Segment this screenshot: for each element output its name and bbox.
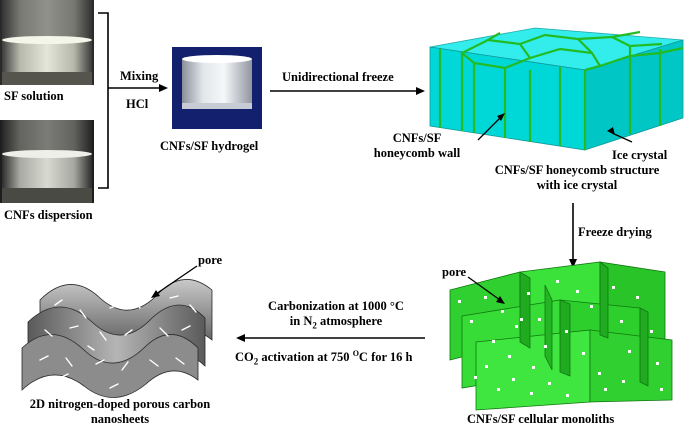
ice-crystal-label: Ice crystal xyxy=(612,148,668,162)
activation-label: CO2 activation at 750 OC for 16 h xyxy=(235,349,413,367)
carbon-title-line1: 2D nitrogen-doped porous carbon xyxy=(29,397,211,411)
carbonization-line1: Carbonization at 1000 °C xyxy=(268,299,404,313)
unidirectional-freeze-label: Unidirectional freeze xyxy=(282,70,394,84)
carbon-title-line2: nanosheets xyxy=(90,412,150,426)
hydrogel-label: CNFs/SF hydrogel xyxy=(160,139,259,153)
sf-solution-photo xyxy=(0,0,94,85)
sf-solution-label: SF solution xyxy=(4,89,64,103)
cnfs-dispersion-label: CNFs dispersion xyxy=(4,208,93,222)
honeycomb-title-line2: with ice crystal xyxy=(536,178,618,192)
honeycomb-wall-label-line1: CNFs/SF xyxy=(392,131,442,145)
hcl-label: HCl xyxy=(126,97,149,111)
freeze-drying-label: Freeze drying xyxy=(578,225,652,239)
mixing-label: Mixing xyxy=(120,69,159,83)
honeycomb-title-line1: CNFs/SF honeycomb structure xyxy=(494,163,660,177)
monolith-title: CNFs/SF cellular monoliths xyxy=(467,412,615,426)
cnfs-dispersion-photo xyxy=(0,120,94,203)
carbonization-label: Carbonization at 1000 °C in N2 atmospher… xyxy=(236,299,436,334)
carbon-pore-label: pore xyxy=(198,253,223,267)
carbon-title: 2D nitrogen-doped porous carbon nanoshee… xyxy=(10,397,230,427)
carbonization-line2: in N2 atmosphere xyxy=(289,314,383,331)
honeycomb-title: CNFs/SF honeycomb structure with ice cry… xyxy=(472,163,682,193)
monolith-pore-label: pore xyxy=(442,265,467,279)
hydrogel-photo xyxy=(172,47,262,129)
honeycomb-wall-label-line2: honeycomb wall xyxy=(373,146,461,160)
honeycomb-wall-label: CNFs/SF honeycomb wall xyxy=(362,131,472,161)
